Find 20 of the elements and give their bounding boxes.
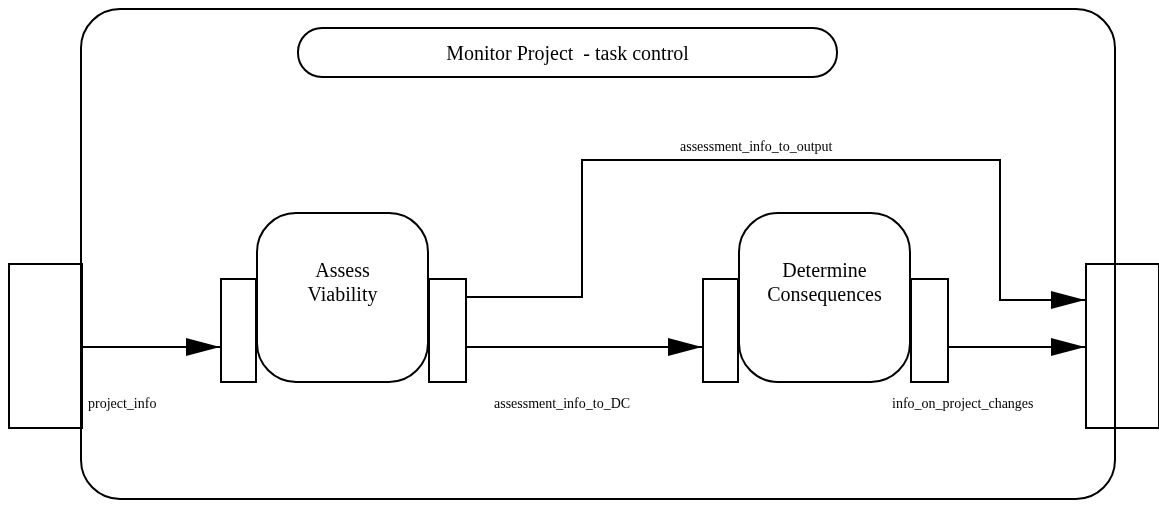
node-label: Determine Consequences xyxy=(766,258,883,306)
arrow xyxy=(948,338,1086,356)
port-box xyxy=(220,278,257,383)
input-port-box xyxy=(8,263,83,429)
title-box xyxy=(297,27,838,78)
output-port-box xyxy=(1085,263,1159,429)
node-label: Monitor Project - task control xyxy=(446,41,689,65)
edge-label: project_info xyxy=(88,396,157,412)
port-box xyxy=(428,278,467,383)
arrow xyxy=(466,338,703,356)
port-box xyxy=(702,278,739,383)
arrow xyxy=(82,338,221,356)
edge-label: assessment_info_to_DC xyxy=(494,396,631,412)
edge-label: info_on_project_changes xyxy=(892,396,1034,412)
process-box xyxy=(738,212,911,383)
edge-label: assessment_info_to_output xyxy=(680,139,833,155)
process-box xyxy=(256,212,429,383)
node-label: Assess Viability xyxy=(306,258,379,306)
arrow xyxy=(466,159,1086,309)
port-box xyxy=(910,278,949,383)
